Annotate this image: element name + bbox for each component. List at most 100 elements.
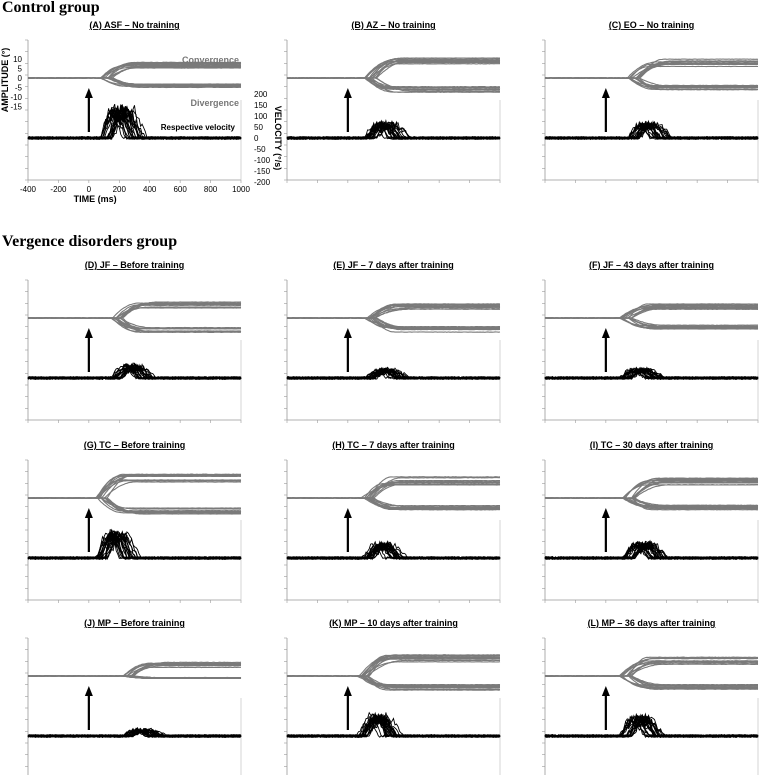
position-trace — [28, 480, 242, 499]
position-trace — [27, 497, 242, 510]
y-tick-label: -15 — [10, 103, 22, 112]
stimulus-arrow-head — [601, 88, 610, 98]
position-trace — [287, 483, 501, 499]
velocity-trace — [286, 540, 501, 560]
position-trace — [27, 474, 242, 499]
position-trace — [286, 77, 501, 88]
position-trace — [27, 497, 242, 513]
velocity-trace — [544, 122, 759, 141]
panel-f: (F) JF – 43 days after training — [542, 260, 759, 423]
position-trace — [544, 497, 758, 509]
panel-title: (C) EO – No training — [609, 20, 695, 30]
position-trace — [286, 483, 500, 499]
y-tick-label: 0 — [18, 74, 23, 83]
panel-d: (D) JF – Before training — [25, 260, 242, 423]
stimulus-arrow-head — [84, 328, 93, 338]
position-trace — [27, 66, 242, 79]
panel-title: (J) MP – Before training — [84, 618, 185, 628]
position-trace — [28, 479, 241, 499]
x-tick-label: 200 — [113, 185, 127, 194]
y-right-tick-label: 0 — [254, 134, 259, 143]
position-trace — [286, 675, 501, 686]
velocity-trace — [27, 362, 242, 380]
position-trace — [544, 663, 759, 677]
position-trace — [28, 475, 242, 499]
x-tick-label: 0 — [87, 185, 92, 194]
position-trace — [287, 675, 500, 686]
velocity-trace — [27, 727, 242, 738]
stimulus-arrow-head — [601, 328, 610, 338]
panel-a: (A) ASF – No training1050-5-10-152001501… — [0, 20, 283, 204]
position-trace — [286, 484, 501, 499]
position-trace — [286, 484, 501, 499]
position-trace — [27, 497, 242, 509]
position-trace — [27, 473, 242, 499]
position-trace — [27, 474, 241, 499]
panel-title: (B) AZ – No training — [351, 20, 435, 30]
position-trace — [286, 497, 501, 507]
position-trace — [27, 67, 242, 79]
panel-j: (J) MP – Before training — [25, 618, 242, 775]
y-axis-label: AMPLITUDE (°) — [0, 48, 10, 113]
velocity-trace — [27, 531, 242, 560]
panel-title: (K) MP – 10 days after training — [329, 618, 458, 628]
control-group-heading: Control group — [2, 0, 100, 16]
y-right-tick-label: -200 — [254, 178, 271, 187]
x-tick-label: 400 — [143, 185, 157, 194]
y-right-tick-label: -150 — [254, 167, 271, 176]
position-trace — [286, 675, 501, 688]
position-trace — [286, 675, 501, 686]
position-trace — [28, 479, 242, 499]
y-tick-label: 10 — [13, 55, 22, 64]
y-right-axis-label: VELOCITY (°/s) — [273, 106, 283, 170]
velocity-trace — [544, 122, 759, 140]
position-trace — [544, 675, 759, 690]
position-trace — [286, 61, 501, 79]
stimulus-arrow-head — [84, 686, 93, 696]
velocity-trace — [286, 543, 501, 561]
panel-b: (B) AZ – No training — [284, 20, 501, 183]
position-trace — [544, 77, 759, 91]
vergence-group-heading: Vergence disorders group — [2, 233, 178, 250]
position-trace — [544, 317, 758, 328]
y-tick-label: -10 — [10, 93, 22, 102]
x-axis-label: TIME (ms) — [74, 194, 117, 204]
position-trace — [545, 62, 759, 79]
y-tick-label: 5 — [18, 65, 23, 74]
annotation-velocity: Respective velocity — [161, 123, 236, 132]
panel-title: (G) TC – Before training — [84, 440, 186, 450]
velocity-trace — [27, 364, 242, 381]
y-right-tick-label: 100 — [254, 112, 268, 121]
position-trace — [286, 476, 501, 499]
velocity-trace — [544, 712, 759, 739]
y-right-tick-label: -50 — [254, 145, 266, 154]
velocity-trace — [27, 109, 242, 140]
stimulus-arrow-head — [601, 686, 610, 696]
position-trace — [286, 659, 501, 677]
x-tick-label: 600 — [173, 185, 187, 194]
position-trace — [545, 308, 759, 319]
x-tick-label: -400 — [20, 185, 37, 194]
panel-title: (I) TC – 30 days after training — [590, 440, 714, 450]
position-trace — [544, 484, 758, 499]
panel-title: (A) ASF – No training — [89, 20, 179, 30]
panel-e: (E) JF – 7 days after training — [284, 260, 501, 423]
position-trace — [544, 317, 759, 327]
x-tick-label: 1000 — [232, 185, 250, 194]
panel-title: (D) JF – Before training — [85, 260, 185, 270]
x-tick-label: -200 — [50, 185, 67, 194]
position-trace — [28, 481, 242, 499]
position-trace — [27, 474, 242, 499]
panel-title: (E) JF – 7 days after training — [333, 260, 454, 270]
position-trace — [286, 77, 500, 89]
position-trace — [27, 317, 242, 333]
annotation-divergence: Divergence — [190, 98, 239, 108]
stimulus-arrow-head — [84, 88, 93, 98]
position-trace — [27, 497, 242, 513]
position-trace — [286, 317, 501, 330]
position-trace — [544, 675, 759, 686]
stimulus-arrow-head — [343, 686, 352, 696]
position-trace — [544, 77, 759, 87]
position-trace — [27, 303, 242, 319]
velocity-trace — [544, 542, 759, 560]
